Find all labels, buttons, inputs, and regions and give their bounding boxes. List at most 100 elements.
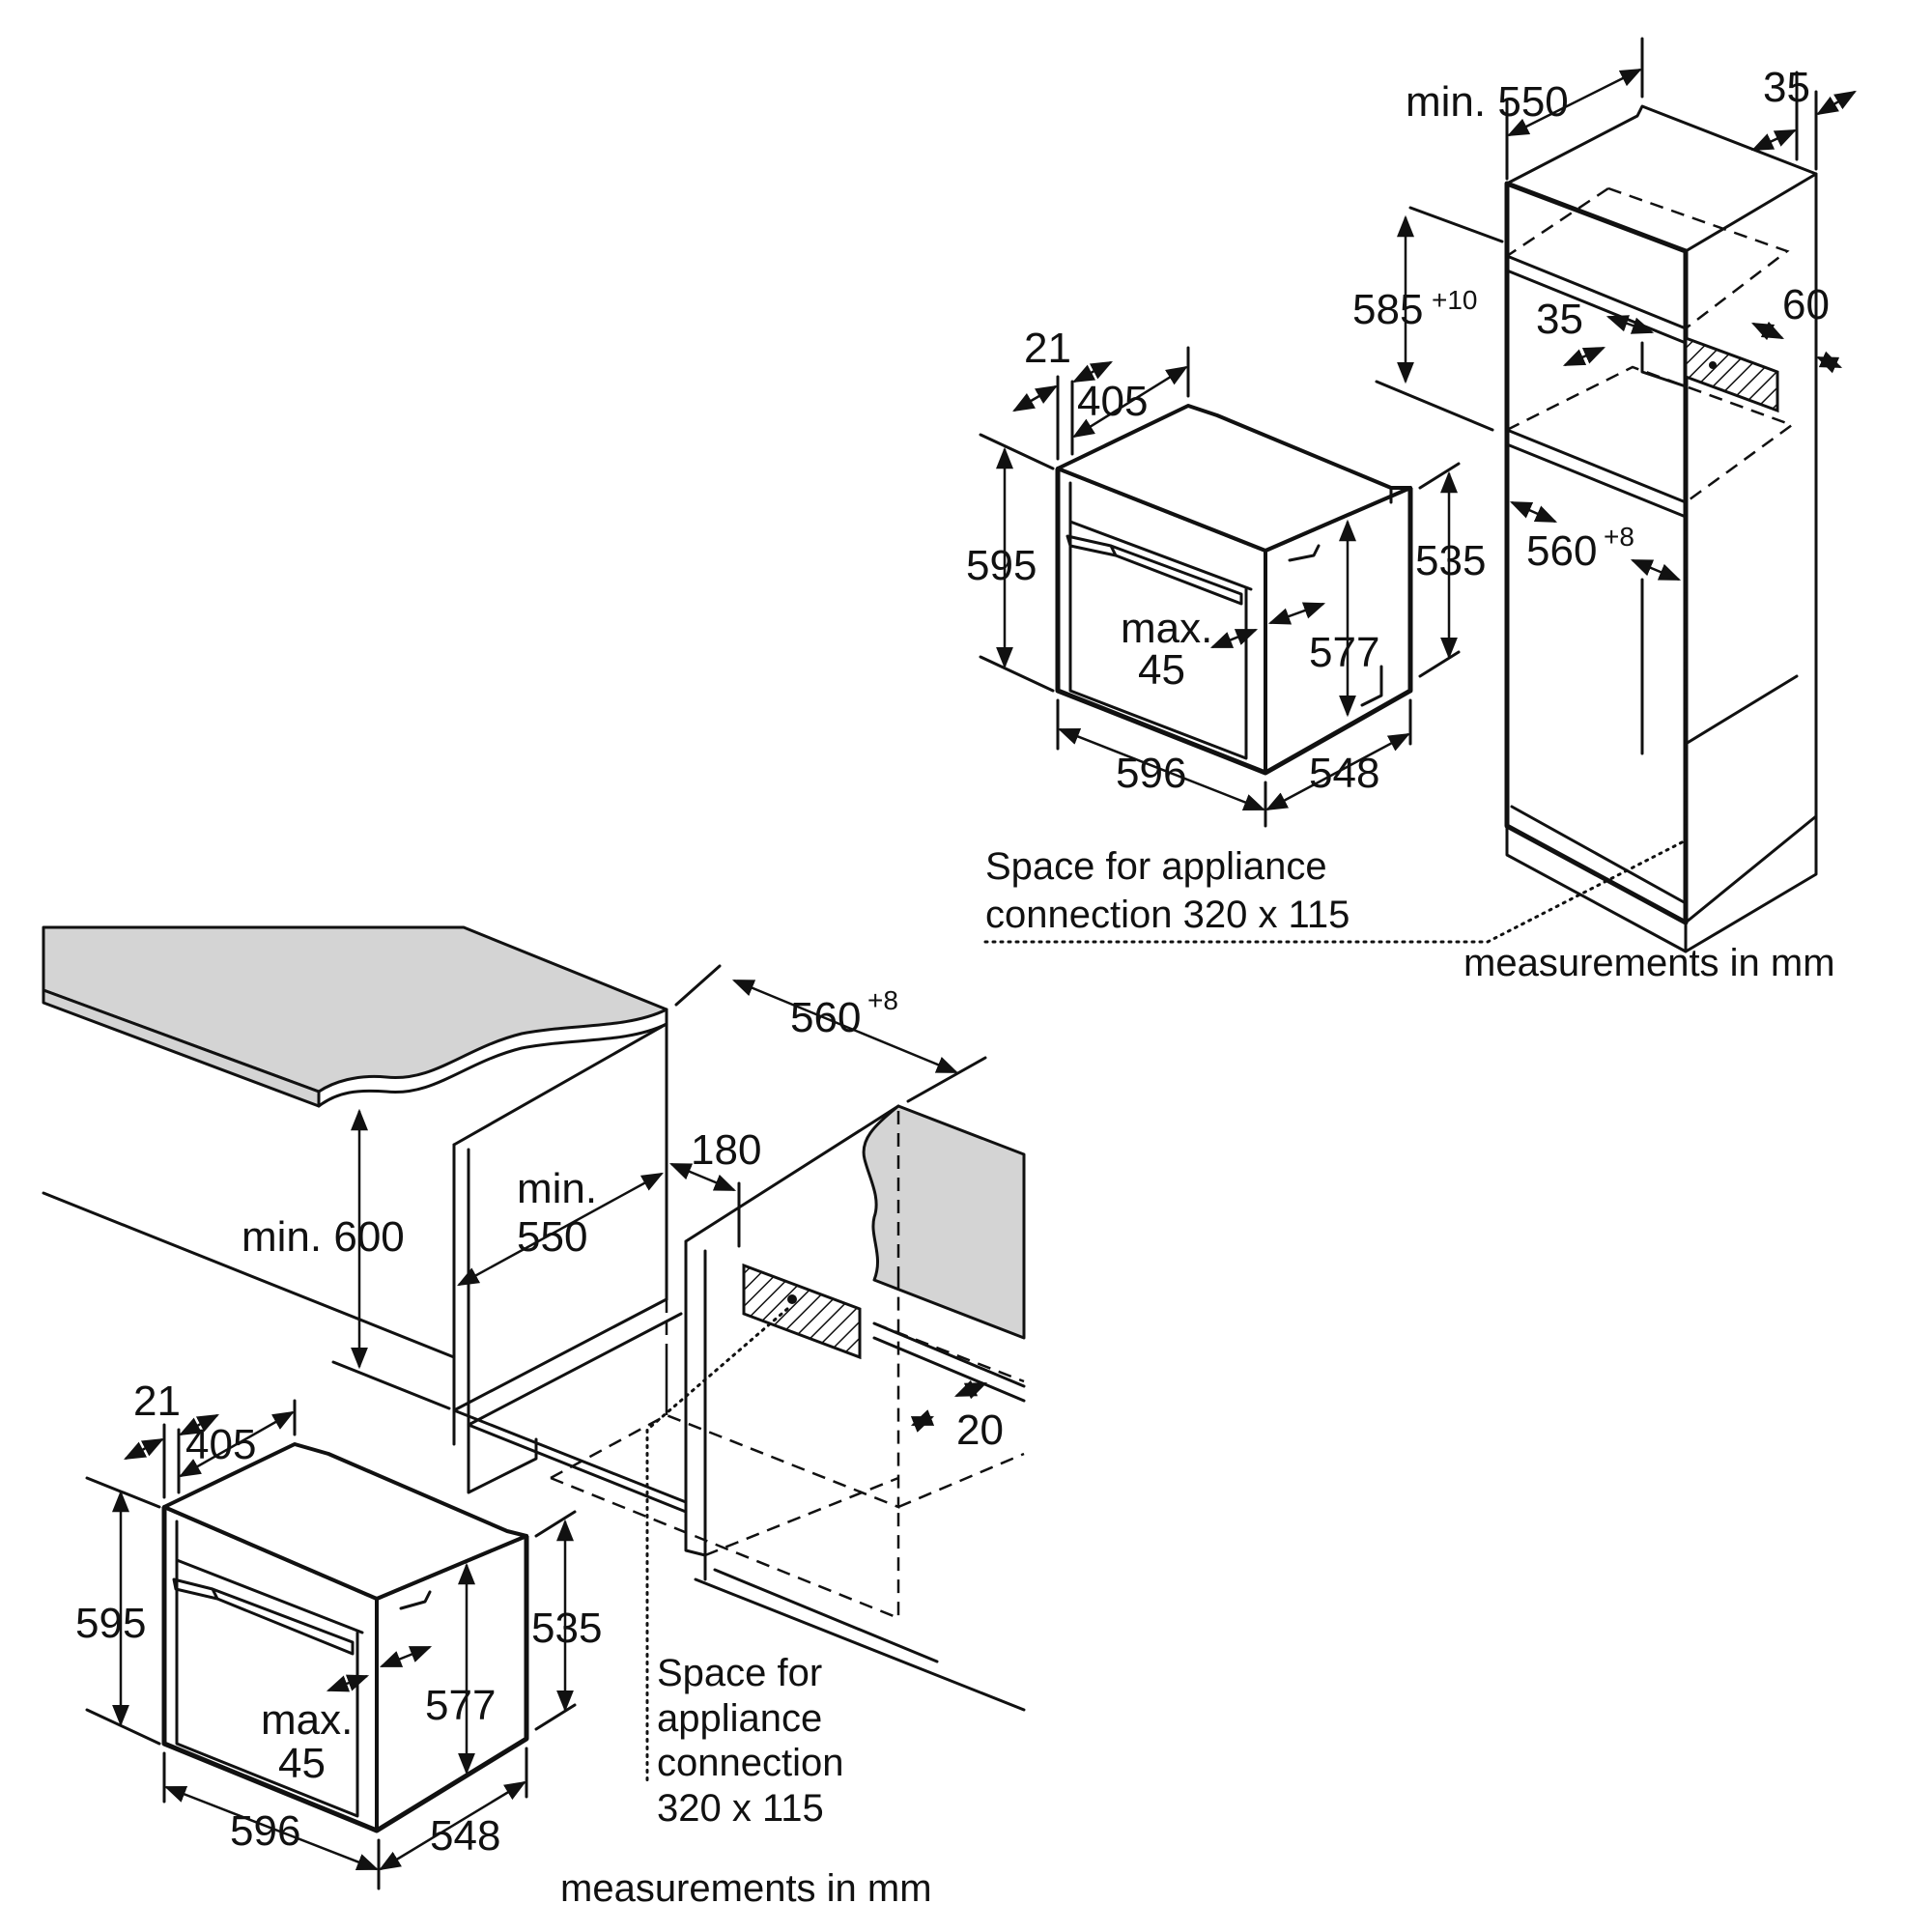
units-label-bottom: measurements in mm bbox=[560, 1867, 932, 1910]
ext-line bbox=[979, 433, 1055, 470]
floor-line bbox=[42, 1191, 456, 1359]
oven-top-back-flange bbox=[1360, 486, 1393, 707]
dim-min-600: min. 600 bbox=[242, 1213, 405, 1261]
dim-line-180 bbox=[668, 1162, 737, 1192]
ext-line bbox=[85, 1708, 161, 1746]
dim-arrow-35 bbox=[1750, 128, 1798, 152]
hidden-depth-lines bbox=[550, 1111, 1025, 1620]
dim-550-bottom: 550 bbox=[517, 1213, 587, 1261]
dim-arrow-45-bottom bbox=[379, 1645, 433, 1668]
dim-line-596-bottom bbox=[163, 1785, 380, 1871]
dim-arrow-60b bbox=[1815, 351, 1843, 374]
dim-535-top: 535 bbox=[1415, 537, 1486, 584]
dim-line-405-bottom bbox=[179, 1410, 295, 1478]
dim-20: 20 bbox=[956, 1406, 1004, 1454]
connection-point-bottom bbox=[787, 1294, 797, 1304]
oven-top-side-notch bbox=[1288, 544, 1321, 562]
dim-arrow-21-bottom bbox=[124, 1437, 164, 1461]
dim-560-top-tolerance: +8 bbox=[1604, 522, 1634, 552]
niche-floor bbox=[452, 1297, 688, 1514]
connection-note-top-line1: Space for appliance bbox=[985, 845, 1327, 888]
ext-line bbox=[534, 1703, 577, 1731]
dim-line-405 bbox=[1072, 365, 1188, 439]
dim-max-top: max. bbox=[1121, 605, 1212, 652]
dim-min-word-bottom: min. bbox=[517, 1165, 597, 1212]
dim-595-bottom: 595 bbox=[75, 1600, 146, 1647]
dim-35-top: 35 bbox=[1763, 64, 1810, 111]
cabinet-hidden-top bbox=[1506, 186, 1790, 329]
ext-line bbox=[674, 964, 722, 1007]
floor-line bbox=[694, 1577, 1026, 1712]
dim-60: 60 bbox=[1782, 281, 1830, 328]
dim-line-min-550 bbox=[1506, 68, 1643, 137]
dim-arrow-20 bbox=[953, 1379, 988, 1400]
dim-arrow-45b bbox=[1209, 628, 1259, 649]
connection-note-top-line2: connection 320 x 115 bbox=[985, 894, 1350, 936]
ext-line bbox=[1418, 462, 1461, 490]
dim-line-548 bbox=[1265, 732, 1410, 811]
dim-min-550-top: min. 550 bbox=[1406, 78, 1569, 126]
connection-note-bottom-line1: Space for bbox=[657, 1652, 822, 1694]
dim-577-top: 577 bbox=[1309, 629, 1379, 676]
connection-space-hatch-bottom bbox=[742, 1263, 862, 1360]
dim-line-550-bottom bbox=[457, 1172, 664, 1287]
ext-line bbox=[85, 1476, 161, 1509]
niche-top-line bbox=[452, 1022, 668, 1301]
cabinet-plinth bbox=[1505, 814, 1818, 953]
dim-560-bottom: 560 bbox=[790, 994, 861, 1041]
connection-note-bottom-line4: 320 x 115 bbox=[657, 1787, 824, 1830]
dim-548-bottom: 548 bbox=[430, 1812, 500, 1860]
ext-line bbox=[1418, 650, 1461, 678]
dim-596-top: 596 bbox=[1116, 750, 1186, 797]
dim-arrow-35b bbox=[1816, 90, 1857, 116]
dim-arrow-560-topb bbox=[1630, 558, 1682, 582]
ext-line bbox=[906, 1056, 987, 1103]
dim-405-top: 405 bbox=[1077, 378, 1148, 425]
connection-leader-top bbox=[983, 404, 1688, 944]
dim-45-top: 45 bbox=[1138, 646, 1185, 694]
cabinet-hidden-mid bbox=[1506, 365, 1795, 504]
countertop-right bbox=[862, 1104, 1026, 1340]
connection-note-bottom-line2: appliance bbox=[657, 1697, 822, 1740]
tall-cabinet-drawing: min. 550 35 585 +10 35 60 560 +8 bbox=[983, 37, 1857, 953]
niche-plinth bbox=[467, 1437, 538, 1494]
connection-point-top bbox=[1709, 361, 1717, 369]
dim-45-bottom: 45 bbox=[278, 1740, 326, 1787]
ext-line bbox=[1408, 206, 1504, 243]
ext-line bbox=[534, 1510, 577, 1538]
dim-max-bottom: max. bbox=[261, 1696, 353, 1744]
oven-bottom-side-notch bbox=[399, 1590, 432, 1610]
dim-line-548-bottom bbox=[379, 1780, 526, 1871]
dim-arrow-60 bbox=[1750, 321, 1785, 341]
middle-shelf bbox=[1505, 428, 1688, 519]
connection-space-hatch-top bbox=[1684, 335, 1779, 413]
dim-560-bottom-tolerance: +8 bbox=[867, 985, 898, 1015]
dim-arrow-45 bbox=[1267, 602, 1326, 625]
niche-left-panel bbox=[452, 1143, 470, 1446]
dim-arrow-560-top bbox=[1509, 500, 1558, 524]
dim-35-mid: 35 bbox=[1536, 296, 1583, 343]
connection-leader-bottom bbox=[645, 1307, 789, 1784]
oven-bottom-panel bbox=[175, 1520, 364, 1818]
connection-note-bottom-line3: connection bbox=[657, 1742, 843, 1784]
ext-line bbox=[1375, 380, 1494, 432]
dim-arrow-35-mid bbox=[1605, 315, 1655, 334]
dim-arrow-21 bbox=[1012, 384, 1058, 412]
bottom-shelf bbox=[1510, 674, 1799, 905]
dim-548-top: 548 bbox=[1309, 750, 1379, 797]
dim-180: 180 bbox=[691, 1126, 761, 1174]
dim-line-596 bbox=[1057, 727, 1266, 811]
dim-596-bottom: 596 bbox=[230, 1807, 300, 1855]
dim-585: 585 bbox=[1352, 286, 1423, 333]
dim-line-560-bottom bbox=[731, 979, 959, 1074]
counter-lower-edge bbox=[872, 1321, 1026, 1403]
dim-585-tolerance: +10 bbox=[1432, 285, 1478, 315]
countertop-break bbox=[317, 1008, 668, 1108]
oven-top-panel bbox=[1068, 481, 1253, 760]
ext-line bbox=[331, 1360, 451, 1410]
dim-arrow-45-bottomb bbox=[326, 1674, 370, 1692]
dim-535-bottom: 535 bbox=[531, 1605, 602, 1652]
dim-560-top: 560 bbox=[1526, 527, 1597, 575]
